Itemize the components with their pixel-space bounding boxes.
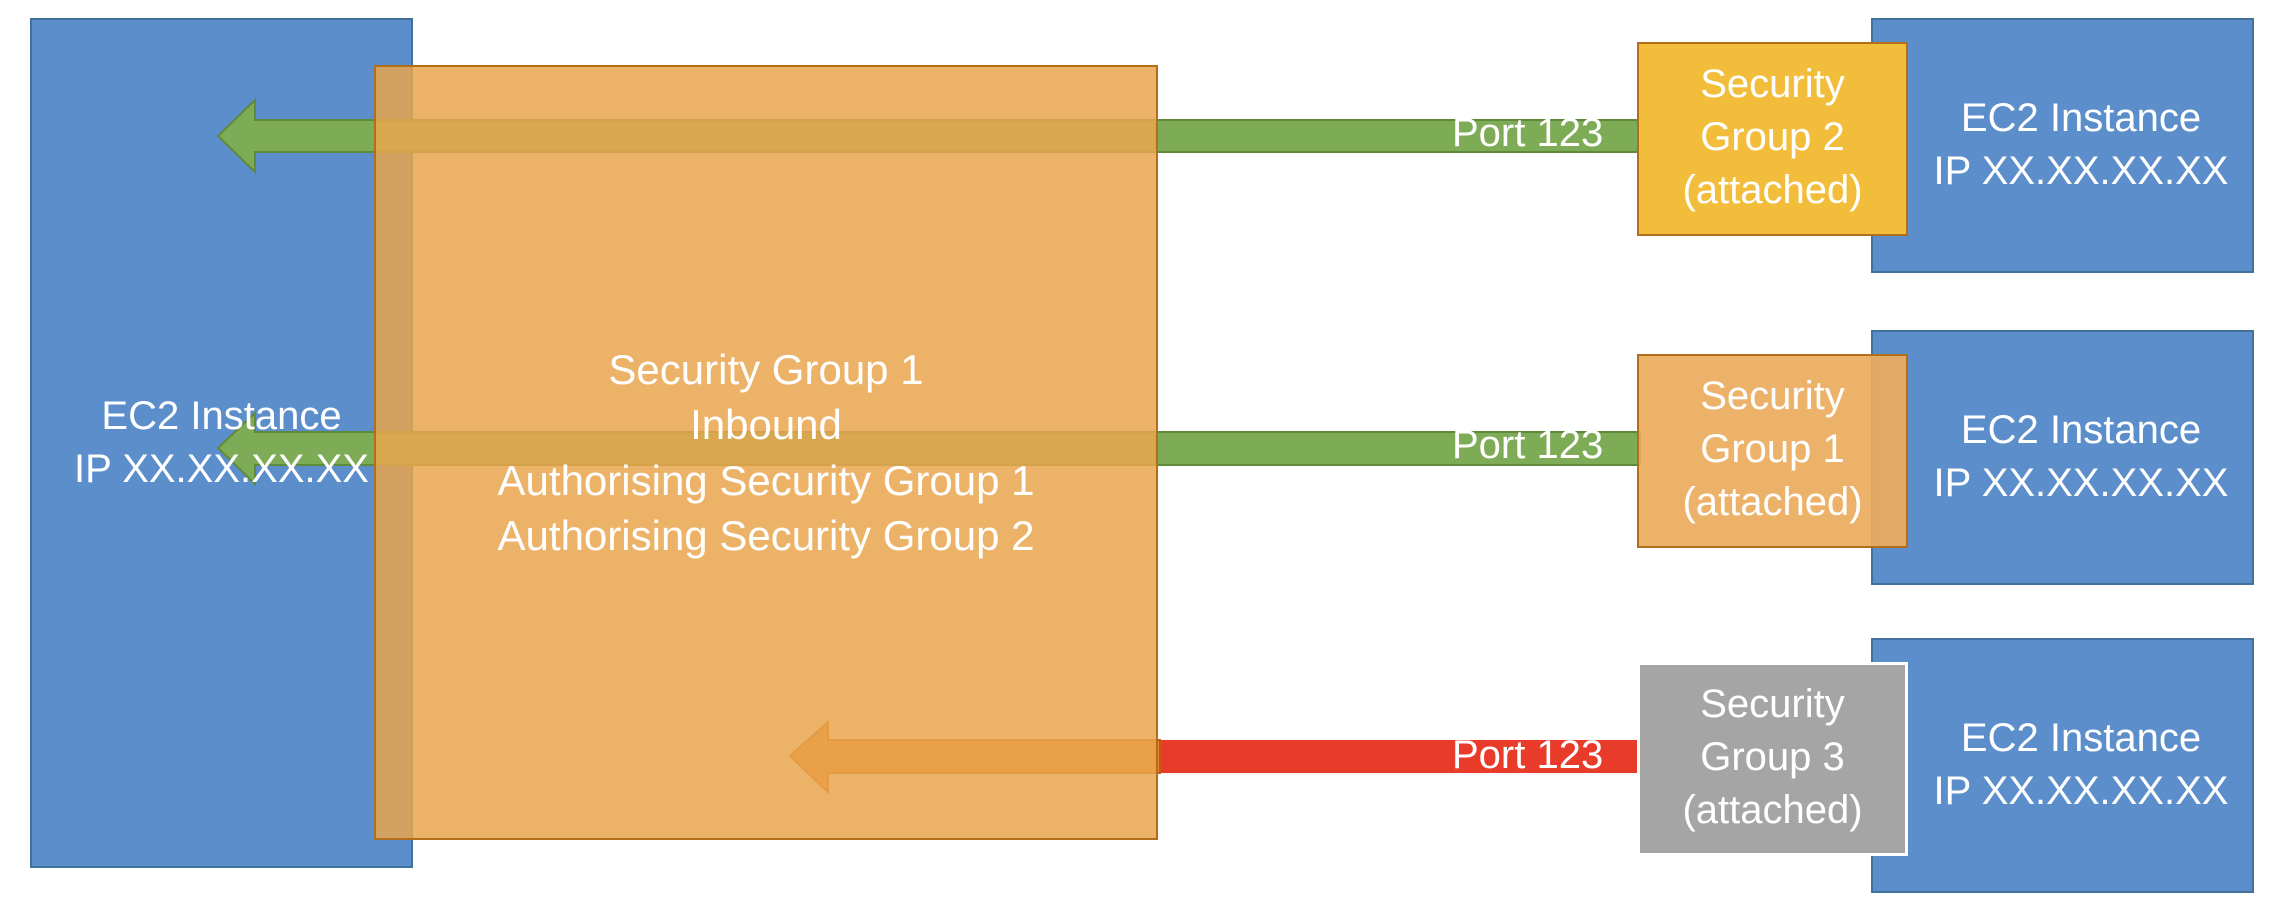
security-group-3-label: Security Group 3 (attached) — [1637, 678, 1908, 836]
ec2-instance-right-3-label: EC2 Instance IP XX.XX.XX.XX — [1908, 712, 2254, 818]
port-label-3: Port 123 — [1452, 733, 1604, 777]
ec2-instance-right-1-label: EC2 Instance IP XX.XX.XX.XX — [1908, 92, 2254, 198]
security-group-1-direction: Inbound — [690, 401, 842, 449]
ec2-instance-left-ip: IP XX.XX.XX.XX — [74, 446, 369, 491]
ec2-instance-right-1 — [1871, 18, 2254, 273]
ec2-right-1-name: EC2 Instance — [1960, 96, 2202, 140]
ec2-instance-left-label: EC2 Instance IP XX.XX.XX.XX — [30, 390, 413, 496]
ec2-right-3-ip: IP XX.XX.XX.XX — [1933, 768, 2229, 813]
security-group-1-text: Security Group 1 Inbound Authorising Sec… — [374, 342, 1158, 564]
ec2-right-1-ip: IP XX.XX.XX.XX — [1933, 148, 2229, 193]
sg2-line-1: Security — [1700, 62, 1845, 106]
security-group-1-panel — [374, 65, 1158, 840]
security-group-3-attached — [1637, 662, 1908, 856]
sg3-line-1: Security — [1700, 682, 1845, 726]
blocked-arrow-shaft — [1158, 740, 1640, 773]
sg1-line-2: Group 1 — [1700, 426, 1845, 471]
ec2-right-2-ip: IP XX.XX.XX.XX — [1933, 460, 2229, 505]
security-group-1-rule-1: Authorising Security Group 1 — [497, 456, 1035, 504]
sg3-line-2: Group 3 — [1700, 734, 1845, 779]
security-group-1-title: Security Group 1 — [608, 346, 924, 393]
sg1-line-1: Security — [1700, 374, 1845, 418]
port-label-1: Port 123 — [1452, 111, 1604, 155]
ec2-instance-right-2 — [1871, 330, 2254, 585]
security-group-1-attached — [1637, 354, 1908, 548]
ec2-right-3-name: EC2 Instance — [1960, 716, 2202, 760]
security-group-1-rule-2: Authorising Security Group 2 — [497, 512, 1035, 560]
security-group-2-attached — [1637, 42, 1908, 236]
ec2-instance-left-name: EC2 Instance — [101, 394, 342, 438]
port-label-2: Port 123 — [1452, 423, 1604, 467]
ec2-instance-right-3 — [1871, 638, 2254, 893]
security-group-2-label: Security Group 2 (attached) — [1637, 58, 1908, 216]
ec2-right-2-name: EC2 Instance — [1960, 408, 2202, 452]
sg1-line-3: (attached) — [1682, 479, 1863, 524]
security-group-1-attached-label: Security Group 1 (attached) — [1637, 370, 1908, 528]
sg3-line-3: (attached) — [1682, 787, 1863, 832]
sg2-line-2: Group 2 — [1700, 114, 1845, 159]
sg2-line-3: (attached) — [1682, 167, 1863, 212]
ec2-instance-right-2-label: EC2 Instance IP XX.XX.XX.XX — [1908, 404, 2254, 510]
